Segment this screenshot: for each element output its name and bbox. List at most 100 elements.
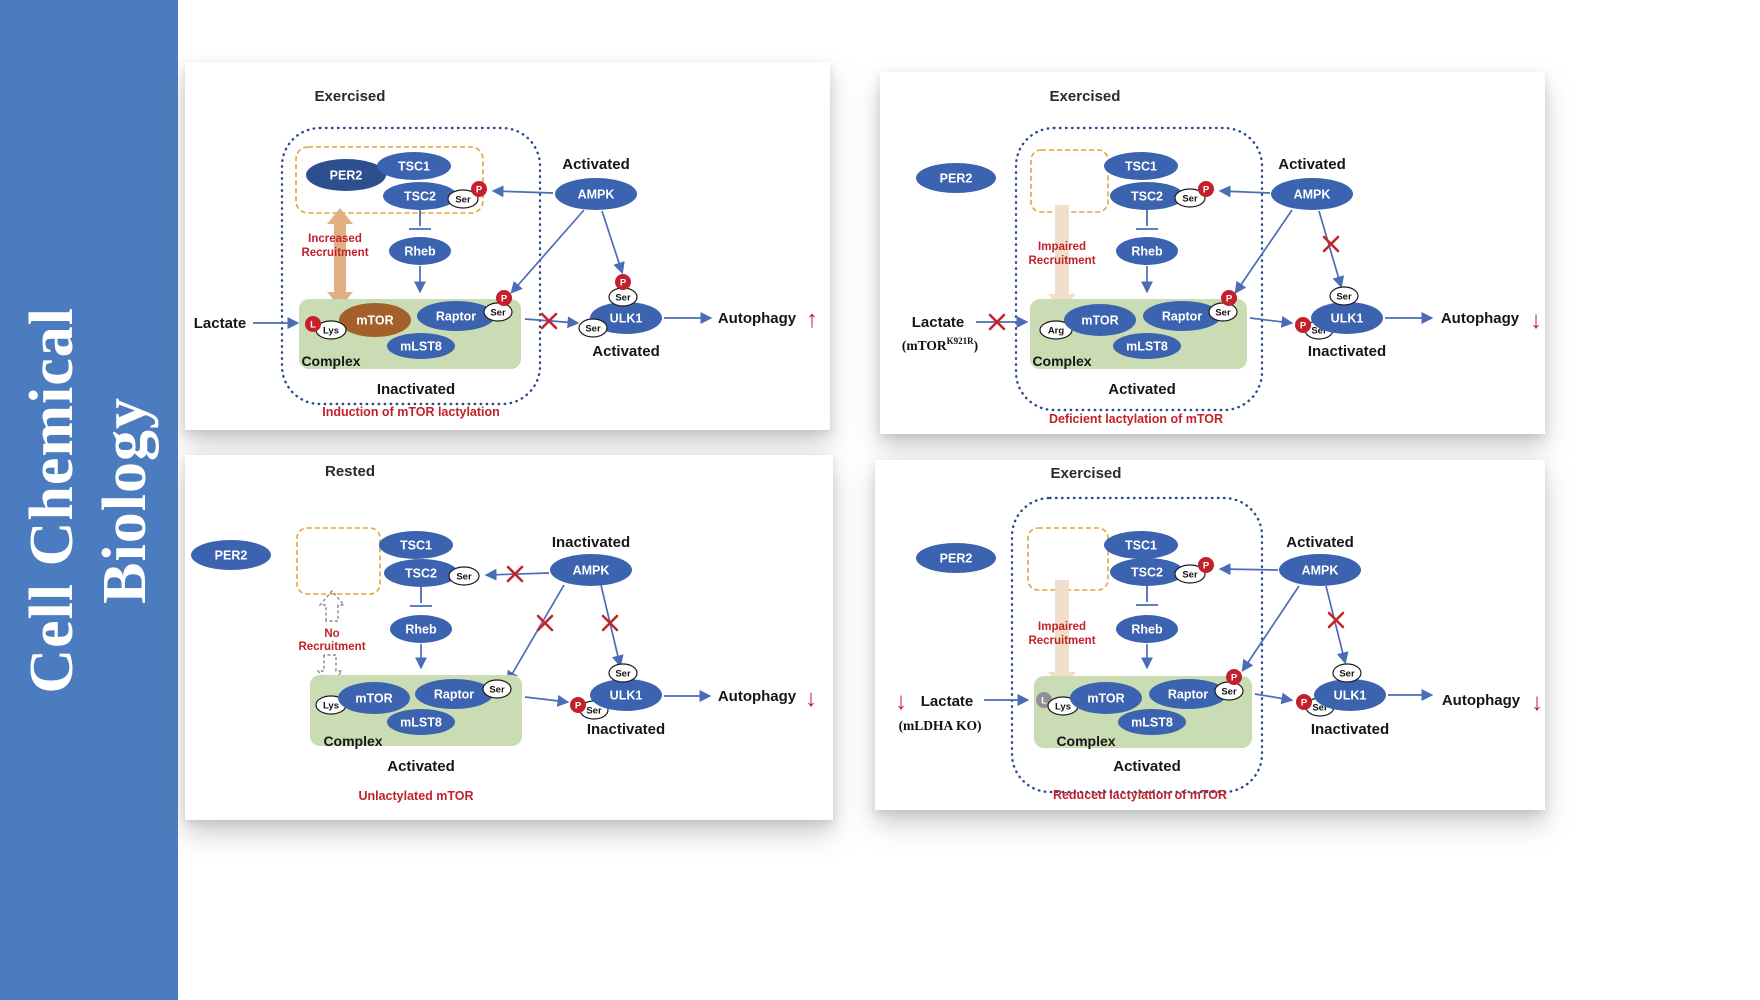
ampk-state-label: Activated <box>1286 534 1354 551</box>
svg-text:ULK1: ULK1 <box>1334 689 1367 703</box>
complex-state-label: Activated <box>1113 758 1181 775</box>
recruitment-label-1: Impaired <box>1038 241 1086 253</box>
svg-text:Rheb: Rheb <box>404 245 436 259</box>
recruitment-label-2: Recruitment <box>1028 635 1095 647</box>
svg-text:mLST8: mLST8 <box>1126 340 1168 354</box>
autophagy-down-arrow: ↓ <box>805 685 817 712</box>
per2-node: PER2 <box>191 540 271 570</box>
svg-text:Ser: Ser <box>585 324 601 335</box>
ulk1-ser-top-site: Ser <box>1329 286 1359 306</box>
ulk1-node: ULK1 <box>590 679 662 711</box>
rheb-node: Rheb <box>389 237 451 265</box>
svg-text:Ser: Ser <box>1221 687 1237 698</box>
arrow-ampk-raptor <box>1241 585 1300 672</box>
per2-node: PER2 <box>916 163 996 193</box>
svg-text:Ser: Ser <box>1311 326 1327 337</box>
svg-text:TSC2: TSC2 <box>404 190 436 204</box>
ulk1-state-label: Inactivated <box>1308 343 1386 360</box>
ulk1-ser-left-site: Ser <box>578 318 608 338</box>
svg-text:Ser: Ser <box>1215 308 1231 319</box>
panel-deficient-lactylation: Exercised Impaired Recruitment PER2 TSC1… <box>880 72 1545 434</box>
svg-text:Ser: Ser <box>1339 669 1355 680</box>
svg-text:TSC2: TSC2 <box>405 567 437 581</box>
raptor-node: Raptor <box>417 301 495 331</box>
svg-text:Raptor: Raptor <box>436 310 476 324</box>
arrow-ampk-tsc2 <box>491 185 554 198</box>
ko-label: (mLDHA KO) <box>899 718 982 733</box>
x-mark-icon <box>1322 235 1340 253</box>
recruitment-label-2: Recruitment <box>1028 255 1095 267</box>
ulk1-node: ULK1 <box>1314 679 1386 711</box>
arrow-complex-ulk1 <box>1254 692 1294 705</box>
svg-text:Ser: Ser <box>489 685 505 696</box>
tsc2-inhibits-rheb-tbar <box>1136 210 1158 230</box>
arrow-ampk-raptor-blocked <box>506 584 565 684</box>
svg-text:Lys: Lys <box>323 326 339 337</box>
complex-state-label: Activated <box>1108 381 1176 398</box>
rheb-node: Rheb <box>1116 615 1178 643</box>
svg-text:TSC2: TSC2 <box>1131 190 1163 204</box>
svg-text:Ser: Ser <box>455 195 471 206</box>
svg-text:Ser: Ser <box>1336 292 1352 303</box>
tsc2-ser-site: Ser <box>447 189 479 209</box>
svg-text:Raptor: Raptor <box>434 688 474 702</box>
panel-title: Exercised <box>1051 465 1122 482</box>
svg-text:mTOR: mTOR <box>1087 692 1124 706</box>
tsc1-node: TSC1 <box>379 531 453 559</box>
svg-text:TSC1: TSC1 <box>400 539 432 553</box>
autophagy-down-arrow: ↓ <box>1531 689 1543 716</box>
svg-text:Ser: Ser <box>615 293 631 304</box>
svg-text:Raptor: Raptor <box>1168 688 1208 702</box>
svg-text:Ser: Ser <box>1312 703 1328 714</box>
arrow-ampk-ulk1-blocked <box>1318 210 1345 289</box>
svg-text:mLST8: mLST8 <box>400 716 442 730</box>
autophagy-label: Autophagy <box>718 688 797 705</box>
lactate-decrease-arrow: ↓ <box>895 688 907 715</box>
complex-label: Complex <box>1032 353 1091 369</box>
svg-text:TSC1: TSC1 <box>1125 539 1157 553</box>
complex-label: Complex <box>323 733 382 749</box>
svg-text:Ser: Ser <box>490 308 506 319</box>
tsc2-node: TSC2 <box>383 182 457 210</box>
mlst8-node: mLST8 <box>387 709 455 735</box>
svg-text:P: P <box>1226 294 1233 305</box>
svg-text:ULK1: ULK1 <box>610 312 643 326</box>
svg-text:AMPK: AMPK <box>1294 188 1331 202</box>
svg-text:PER2: PER2 <box>330 169 363 183</box>
per2-node: PER2 <box>306 159 386 191</box>
recruitment-zone-outline <box>1030 149 1109 213</box>
svg-text:P: P <box>476 185 483 196</box>
x-mark-icon <box>540 312 558 330</box>
ampk-node: AMPK <box>1271 178 1353 210</box>
svg-text:TSC2: TSC2 <box>1131 566 1163 580</box>
ampk-node: AMPK <box>550 554 632 586</box>
mtor-node: mTOR <box>1064 304 1136 336</box>
svg-text:PER2: PER2 <box>215 549 248 563</box>
tsc2-phospho-badge: P <box>1198 181 1214 197</box>
mutant-label: (mTORK921R) <box>902 336 978 353</box>
autophagy-label: Autophagy <box>1441 310 1520 327</box>
tsc1-node: TSC1 <box>1104 531 1178 559</box>
journal-title-line1: Cell Chemical <box>18 306 86 694</box>
rheb-node: Rheb <box>390 615 452 643</box>
tsc1-node: TSC1 <box>1104 152 1178 180</box>
raptor-node: Raptor <box>1149 679 1227 709</box>
svg-text:Rheb: Rheb <box>1131 245 1163 259</box>
svg-text:P: P <box>1300 321 1307 332</box>
dotted-boundary <box>1010 496 1264 794</box>
recruitment-label-2: Recruitment <box>298 641 365 653</box>
dotted-boundary <box>1014 126 1264 412</box>
raptor-ser-site: Ser <box>1214 681 1244 701</box>
svg-text:Raptor: Raptor <box>1162 310 1202 324</box>
arrow-ampk-ulk1 <box>601 210 625 275</box>
no-recruitment-up-arrow <box>318 589 346 622</box>
rheb-node: Rheb <box>1116 237 1178 265</box>
ampk-state-label: Activated <box>562 156 630 173</box>
svg-text:L: L <box>310 320 316 331</box>
arrow-ampk-tsc2-blocked <box>484 568 550 581</box>
journal-sidebar: Cell Chemical Biology <box>0 0 178 1000</box>
tsc2-phospho-badge: P <box>471 181 487 197</box>
recruitment-arrow <box>327 208 353 308</box>
autophagy-up-arrow: ↑ <box>806 306 818 333</box>
recruitment-arrow-pale <box>1048 580 1076 690</box>
